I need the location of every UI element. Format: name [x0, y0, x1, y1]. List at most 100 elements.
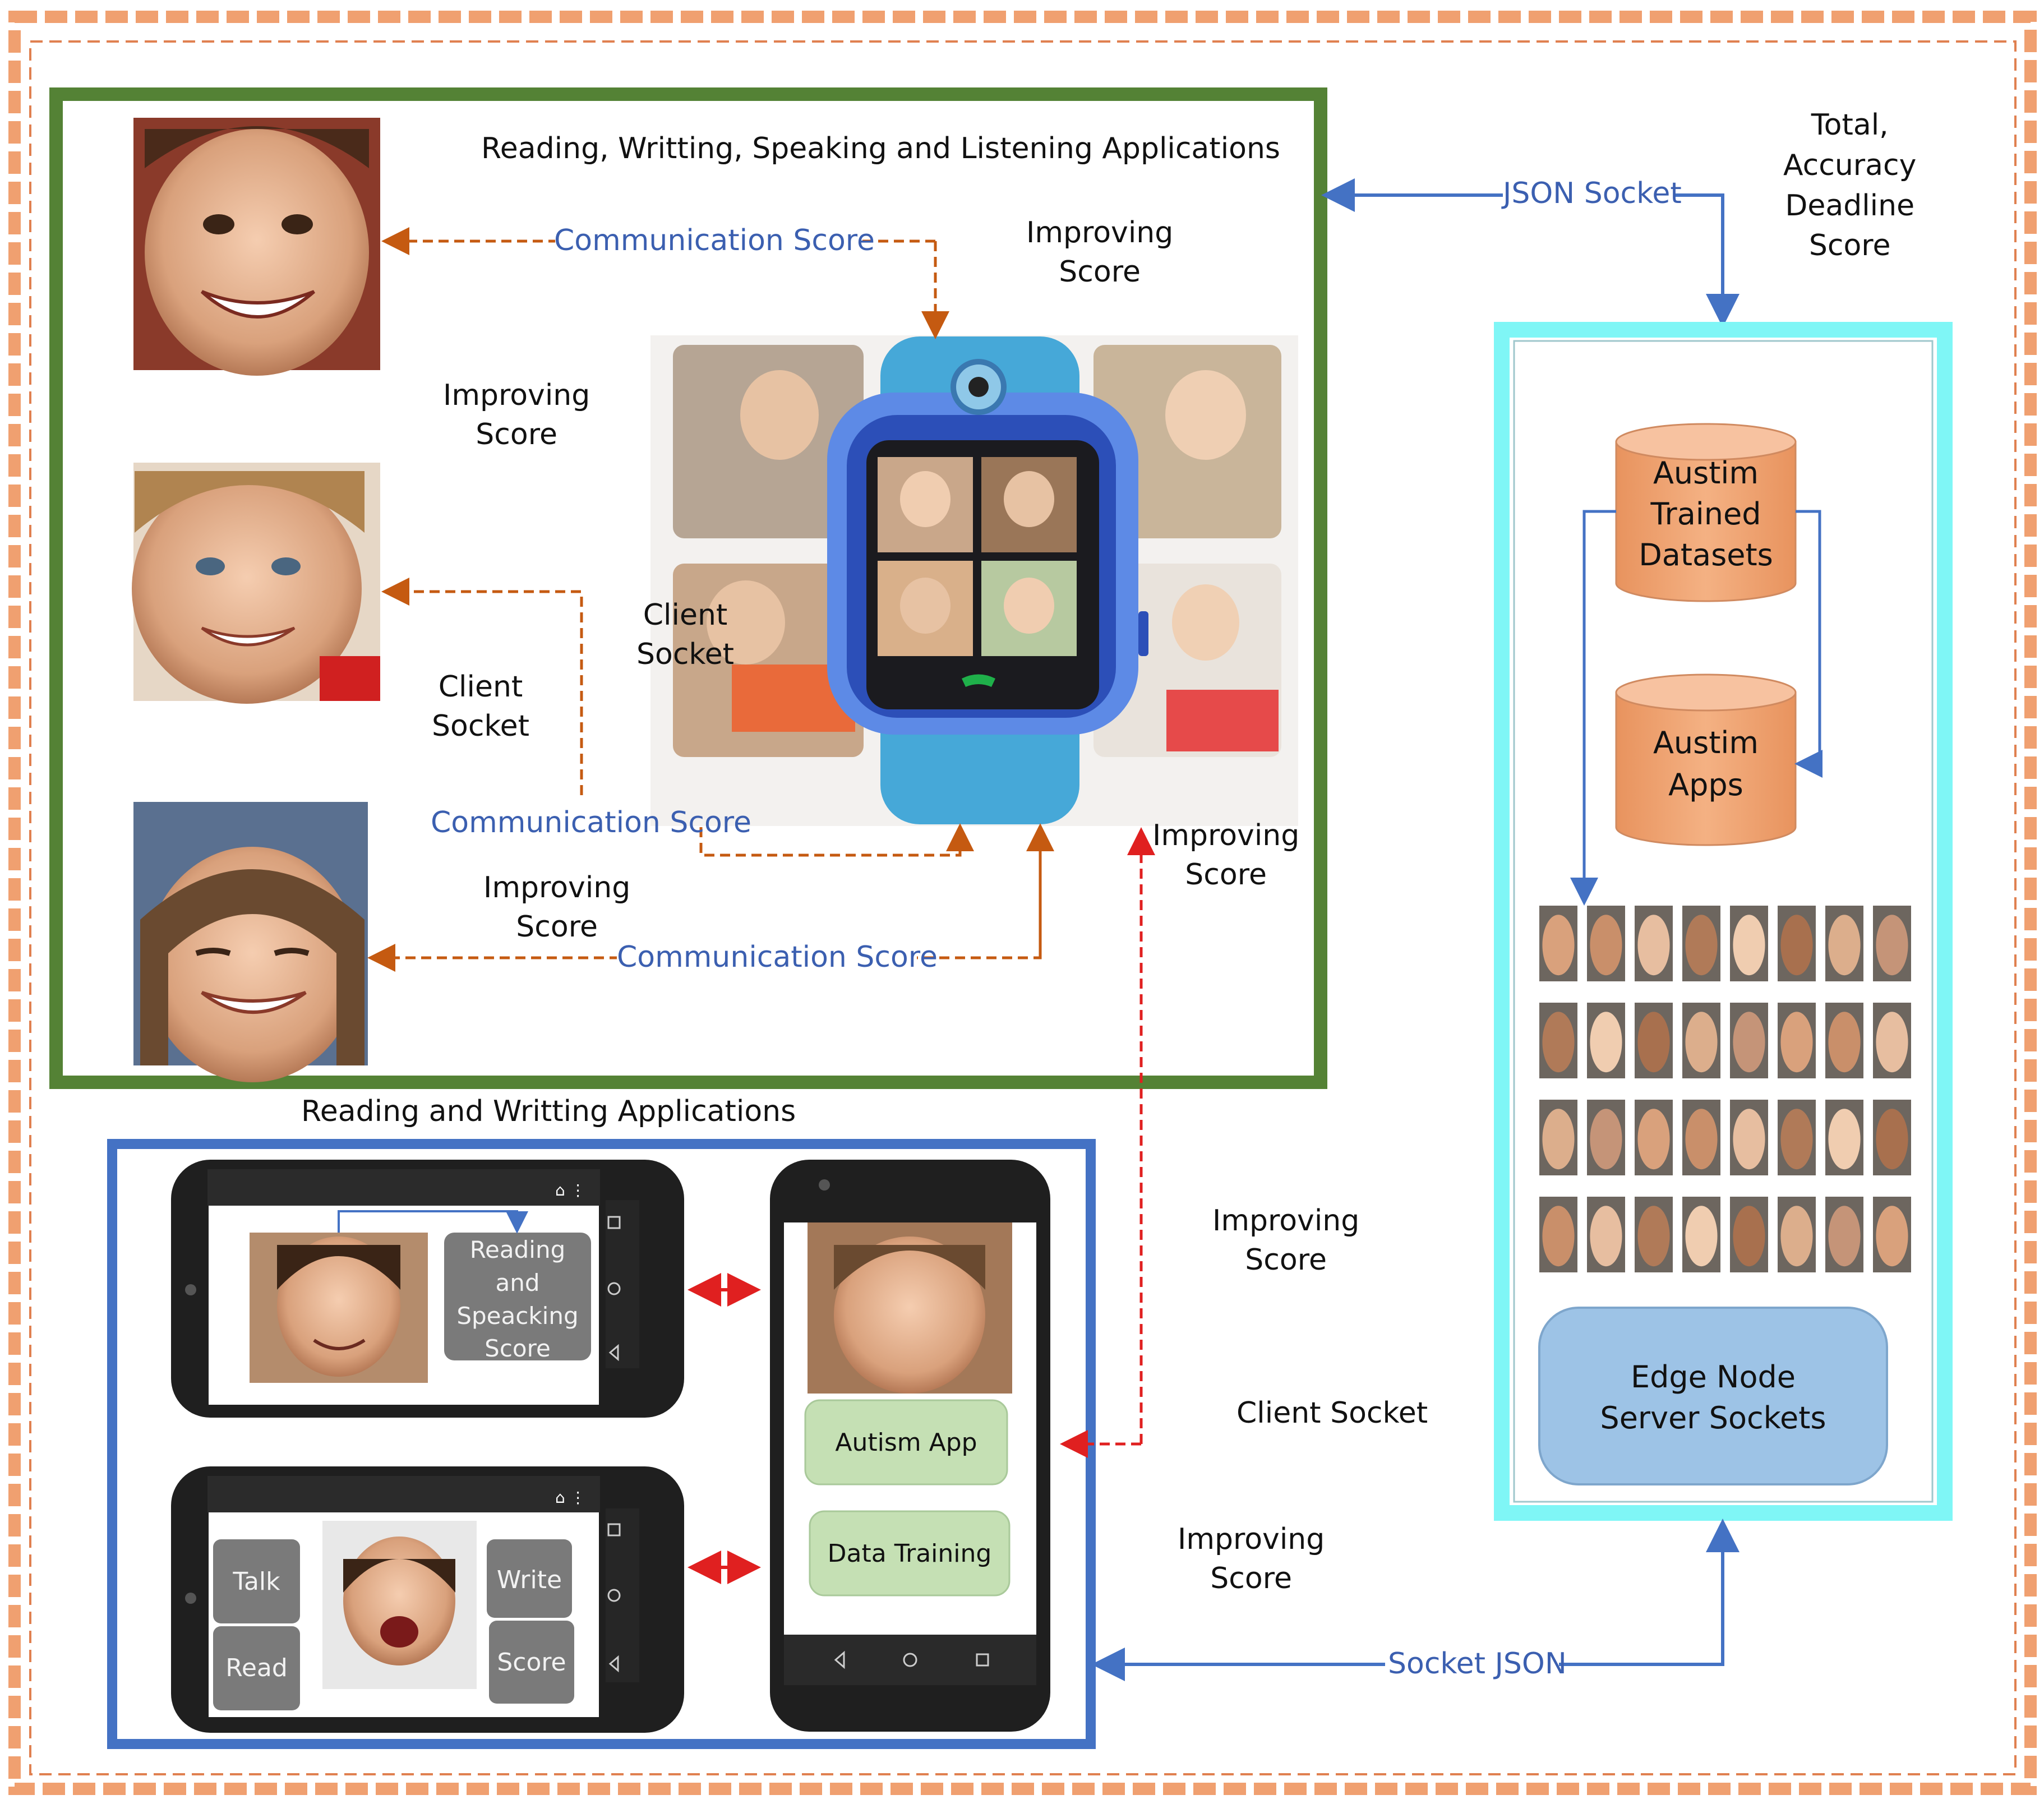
communication-score-label-3: Communication Score [617, 940, 938, 974]
db-trained-datasets-label: Austim Trained Datasets [1616, 453, 1796, 576]
total-label-line-3: Deadline [1785, 188, 1915, 223]
edge-server-label: Edge Node Server Sockets [1539, 1357, 1887, 1439]
db-austim-apps-label: Austim Apps [1616, 722, 1796, 806]
total-label-line-2: Accuracy [1783, 148, 1917, 182]
face-thumbnail-face [1637, 915, 1670, 976]
face-thumbnail-face [1590, 1012, 1622, 1073]
improving-score-5-line-2: Score [1245, 1243, 1327, 1277]
client-socket-label-2: Client Socket [432, 667, 529, 746]
db2-line-1: Austim [1653, 725, 1759, 760]
face-thumbnail-face [1780, 1109, 1813, 1170]
score-button[interactable]: Score [497, 1648, 566, 1677]
face-thumbnail-face [1876, 1206, 1908, 1267]
face-thumbnail-face [1590, 915, 1622, 976]
db1-line-2: Trained [1650, 496, 1761, 532]
card-line-3: Speacking [456, 1302, 579, 1330]
client-socket-1-line-2: Socket [636, 638, 735, 672]
client-socket-2-line-2: Socket [432, 709, 530, 744]
edge-panel-inner [1513, 340, 1934, 1503]
total-label-line-1: Total, [1811, 108, 1889, 142]
face-thumbnail-face [1733, 1012, 1765, 1073]
server-line-2: Server Sockets [1600, 1400, 1826, 1436]
face-thumbnail-face [1828, 1206, 1861, 1267]
face-thumbnail-face [1542, 1109, 1575, 1170]
socket-json-label: Socket JSON [1388, 1647, 1567, 1681]
face-thumbnail-face [1780, 915, 1813, 976]
face-thumbnail-face [1780, 1012, 1813, 1073]
improving-score-6-line-1: Improving [1178, 1522, 1325, 1556]
db1-line-1: Austim [1653, 455, 1759, 491]
face-thumbnail-face [1685, 1206, 1718, 1267]
improving-score-1-line-1: Improving [1026, 216, 1174, 250]
outer-frame-inner [29, 40, 2017, 1775]
face-thumbnail-face [1685, 915, 1718, 976]
comm-arrow-2-bottom [699, 823, 974, 857]
face-thumbnail-face [1637, 1206, 1670, 1267]
total-label-line-4: Score [1808, 229, 1891, 263]
face-thumbnail-face [1590, 1109, 1622, 1170]
face-thumbnail-face [1637, 1012, 1670, 1073]
talk-button[interactable]: Talk [233, 1567, 280, 1596]
autism-app-button[interactable]: Autism App [835, 1428, 977, 1457]
db-to-apps-arrow [1794, 510, 1822, 778]
json-socket-arrow-down [1674, 193, 1740, 327]
face-thumbnail-face [1685, 1012, 1718, 1073]
improving-score-label-6: Improving Score [1178, 1520, 1325, 1598]
face-thumbnail-face [1637, 1109, 1670, 1170]
face-thumbnail-face [1685, 1109, 1718, 1170]
server-line-1: Edge Node [1631, 1359, 1796, 1395]
svg-text:⌂ ⋮: ⌂ ⋮ [555, 1181, 586, 1199]
face-thumbnail-face [1828, 1109, 1861, 1170]
db1-line-3: Datasets [1639, 537, 1773, 573]
improving-score-4-line-1: Improving [1152, 819, 1300, 852]
phone-landscape-2: ⌂ ⋮ [171, 1466, 684, 1733]
face-thumbnail-face [1733, 1109, 1765, 1170]
db-austim-apps [1615, 673, 1797, 846]
communication-score-label-2: Communication Score [431, 806, 752, 839]
outer-frame [8, 11, 2037, 1795]
card-line-1: Reading [469, 1236, 566, 1263]
communication-score-label-1: Communication Score [554, 224, 875, 257]
face-thumbnail-face [1780, 1206, 1813, 1267]
face-thumbnail-face [1542, 1012, 1575, 1073]
db2-line-2: Apps [1668, 767, 1743, 802]
improving-score-2-line-2: Score [476, 418, 557, 452]
child-photo-3 [133, 802, 368, 1082]
write-button[interactable]: Write [496, 1566, 562, 1594]
improving-score-5-line-1: Improving [1212, 1204, 1360, 1238]
improving-score-label-1: Improving Score [1026, 213, 1173, 292]
improving-score-label-4: Improving Score [1152, 816, 1299, 894]
phone-portrait [770, 1160, 1050, 1732]
read-button[interactable]: Read [225, 1654, 288, 1682]
improving-score-label-5: Improving Score [1212, 1201, 1359, 1280]
improving-score-6-line-2: Score [1210, 1562, 1292, 1596]
client-socket-1-line-1: Client [643, 598, 728, 632]
face-thumbnail-face [1828, 1012, 1861, 1073]
face-thumbnail-face [1876, 915, 1908, 976]
data-training-button[interactable]: Data Training [827, 1539, 992, 1568]
client-socket-label-1: Client Socket [636, 596, 734, 674]
face-grid [1539, 906, 1911, 1272]
smartwatch-collage [650, 335, 1298, 826]
child-photo-2 [132, 463, 380, 704]
reading-speaking-score-card[interactable]: Reading and Speacking Score [444, 1234, 591, 1365]
db-to-faces-arrow [1570, 510, 1616, 906]
socket-json-arrow-up [1559, 1519, 1740, 1666]
child-photo-1 [133, 118, 380, 376]
face-thumbnail-face [1542, 915, 1575, 976]
improving-score-label-3: Improving Score [483, 868, 630, 947]
client-socket-label-3: Client Socket [1236, 1396, 1428, 1430]
improving-score-label-2: Improving Score [443, 376, 590, 454]
improving-score-4-line-2: Score [1185, 858, 1267, 892]
json-socket-label: JSON Socket [1503, 177, 1682, 210]
svg-text:⌂ ⋮: ⌂ ⋮ [555, 1488, 586, 1507]
face-thumbnail-face [1876, 1012, 1908, 1073]
face-thumbnail-face [1876, 1109, 1908, 1170]
face-thumbnail-face [1828, 915, 1861, 976]
improving-score-1-line-2: Score [1059, 255, 1141, 289]
face-thumbnail-face [1733, 915, 1765, 976]
improving-score-2-line-1: Improving [443, 379, 590, 412]
card-line-2: and [495, 1268, 540, 1297]
phone-landscape-1: ⌂ ⋮ [171, 1160, 684, 1418]
